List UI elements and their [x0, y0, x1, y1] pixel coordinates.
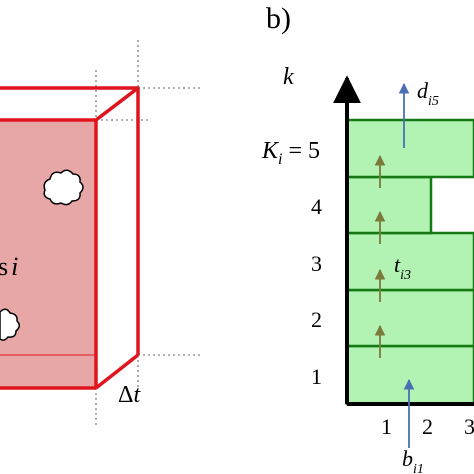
bars-group [345, 118, 474, 406]
y-tick-label: 2 [311, 307, 322, 332]
delta-t-label: Δt [118, 382, 141, 408]
d-label: di5 [417, 78, 439, 109]
box-bottom-diagonal [94, 353, 140, 390]
x-tick-label: 2 [422, 414, 433, 439]
ki-label: Ki= 5 [261, 138, 320, 168]
y-axis-label: k [283, 64, 294, 90]
x-tick-label: 1 [381, 414, 392, 439]
layer-bar-4 [345, 175, 433, 235]
y-tick-label: 3 [311, 251, 322, 276]
layer-bar-5 [345, 118, 474, 179]
box-front-face [0, 120, 96, 388]
y-tick-label: 1 [311, 364, 322, 389]
cloud-icon [0, 308, 20, 341]
box-top-edge [0, 86, 140, 122]
y-tick-label: 4 [311, 194, 322, 219]
cloud-icon [43, 169, 84, 206]
panel-label: b) [266, 2, 291, 35]
panel-b: b) k 1 2 3 4 Ki= 5 1 2 3 di5 ti3 bi1 [261, 2, 474, 474]
layer-bar-2 [345, 288, 474, 348]
x-tick-label: 3 [464, 414, 474, 439]
layer-bar-1 [345, 344, 474, 406]
b-label: bi1 [402, 446, 424, 474]
t-label: ti3 [394, 252, 411, 283]
